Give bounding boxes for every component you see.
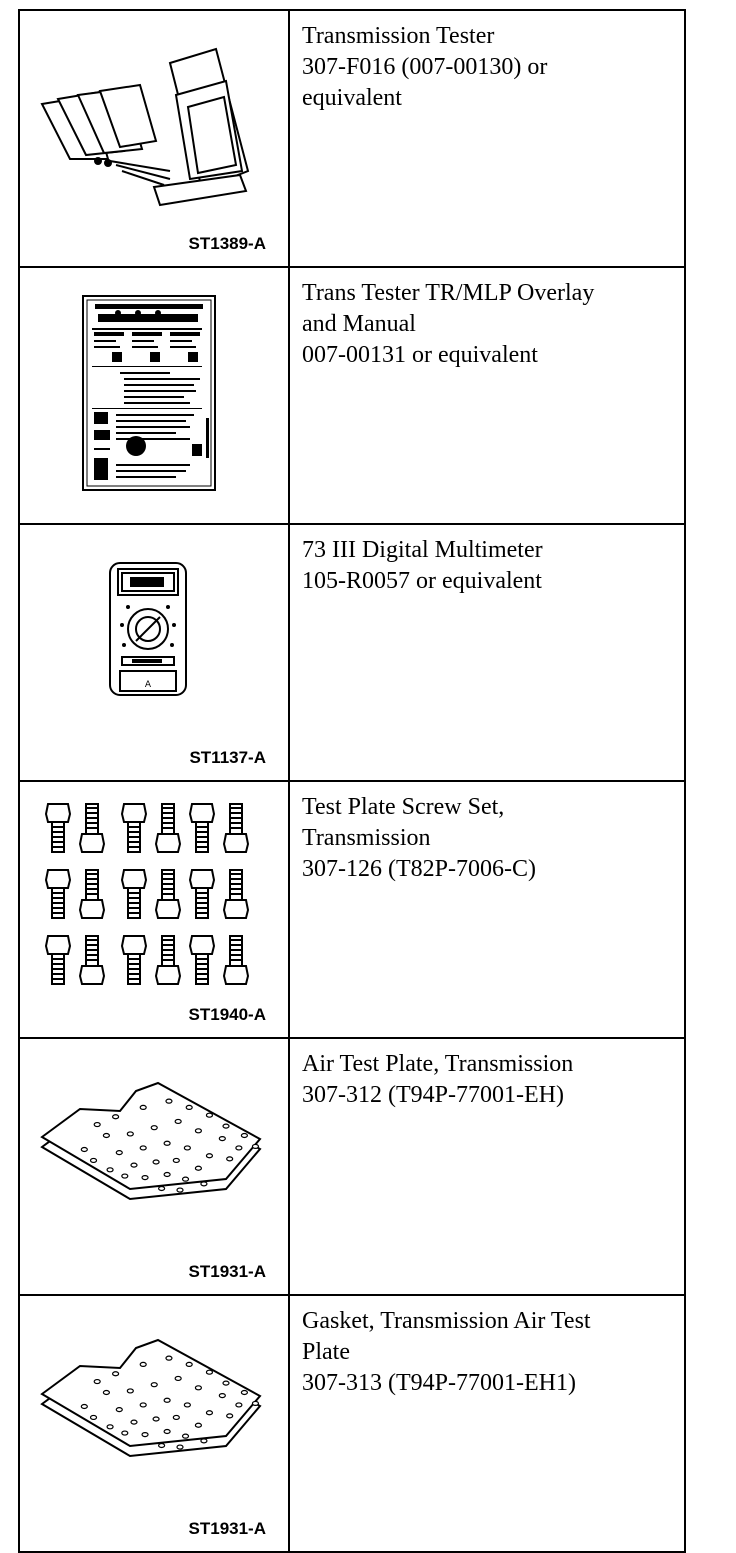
tool-description: Test Plate Screw Set, Transmission 307-1…	[288, 780, 686, 1039]
air-test-plate-icon	[40, 1081, 262, 1201]
tool-name: Transmission	[302, 825, 431, 851]
tool-description: Trans Tester TR/MLP Overlay and Manual 0…	[288, 266, 686, 525]
tool-part-number: 307-313 (T94P-77001-EH1)	[302, 1370, 576, 1396]
tool-part-number: 307-F016 (007-00130) or	[302, 54, 548, 80]
tool-description: 73 III Digital Multimeter 105-R0057 or e…	[288, 523, 686, 782]
tool-part-number: 307-126 (T82P-7006-C)	[302, 856, 536, 882]
tool-code: ST1137-A	[189, 748, 266, 767]
transmission-tester-icon	[40, 47, 250, 207]
tool-code: ST1940-A	[188, 1005, 266, 1024]
overlay-manual-icon	[82, 295, 216, 491]
tool-image-cell: ST1931-A	[18, 1037, 290, 1296]
tool-name: Test Plate Screw Set,	[302, 794, 505, 820]
tool-name: Air Test Plate, Transmission	[302, 1051, 574, 1077]
tool-description: Transmission Tester 307-F016 (007-00130)…	[288, 9, 686, 268]
tool-image-cell: A ST1137-A	[18, 523, 290, 782]
special-tools-table: ST1389-A Transmission Tester 307-F016 (0…	[18, 9, 686, 1553]
tool-name: 73 III Digital Multimeter	[302, 537, 543, 563]
multimeter-icon: A	[109, 562, 187, 696]
table-row: Trans Tester TR/MLP Overlay and Manual 0…	[18, 266, 686, 525]
tool-image-cell	[18, 266, 290, 525]
svg-text:A: A	[145, 680, 152, 690]
table-row: ST1931-A Gasket, Transmission Air Test P…	[18, 1294, 686, 1553]
gasket-plate-icon	[40, 1338, 262, 1458]
table-row: ST1940-A Test Plate Screw Set, Transmiss…	[18, 780, 686, 1039]
tool-image-cell: ST1931-A	[18, 1294, 290, 1553]
tool-name: Plate	[302, 1339, 350, 1365]
tool-name: and Manual	[302, 311, 416, 337]
tool-name: Gasket, Transmission Air Test	[302, 1308, 591, 1334]
tool-part-number: 105-R0057 or equivalent	[302, 568, 542, 594]
tool-code: ST1931-A	[188, 1519, 266, 1538]
tool-image-cell: ST1389-A	[18, 9, 290, 268]
tool-name: Transmission Tester	[302, 23, 495, 49]
tool-code: ST1389-A	[188, 234, 266, 253]
screw-set-icon	[44, 803, 250, 985]
tool-description: Gasket, Transmission Air Test Plate 307-…	[288, 1294, 686, 1553]
table-row: ST1931-A Air Test Plate, Transmission 30…	[18, 1037, 686, 1296]
tool-code: ST1931-A	[188, 1262, 266, 1281]
tool-part-number: 007-00131 or equivalent	[302, 342, 538, 368]
table-row: A ST1137-A 73 III Digital Multimeter 105…	[18, 523, 686, 782]
tool-part-number: equivalent	[302, 85, 402, 111]
table-row: ST1389-A Transmission Tester 307-F016 (0…	[18, 9, 686, 268]
tool-part-number: 307-312 (T94P-77001-EH)	[302, 1082, 564, 1108]
tool-name: Trans Tester TR/MLP Overlay	[302, 280, 595, 306]
tool-image-cell: ST1940-A	[18, 780, 290, 1039]
tool-description: Air Test Plate, Transmission 307-312 (T9…	[288, 1037, 686, 1296]
